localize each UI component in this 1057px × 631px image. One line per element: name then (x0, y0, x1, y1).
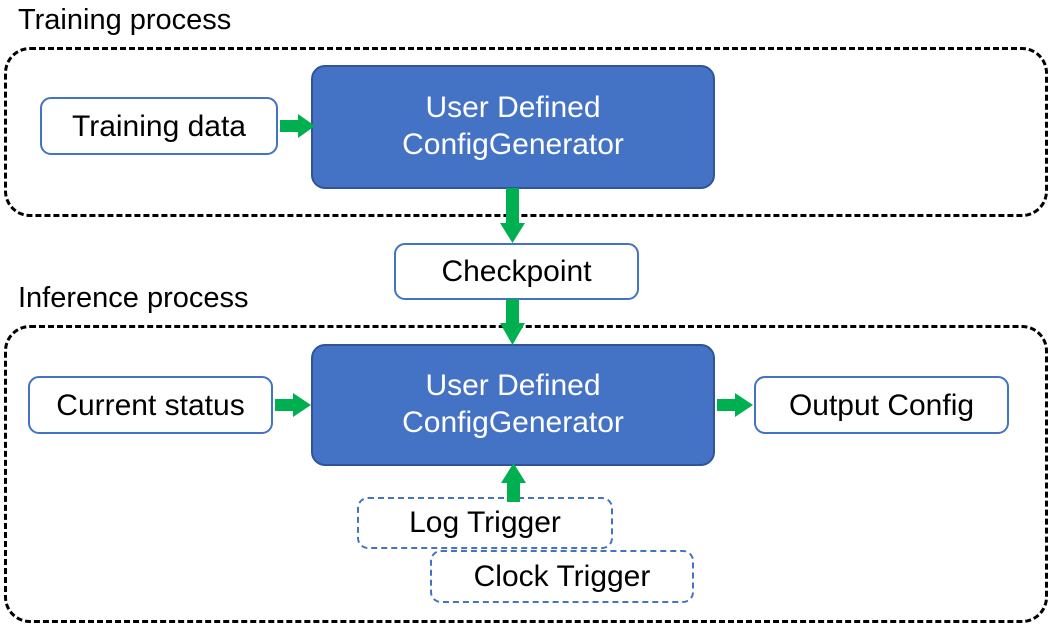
inference-process-label: Inference process (18, 282, 249, 314)
node-current-status[interactable]: Current status (28, 376, 273, 434)
training-process-container (4, 47, 1048, 217)
training-process-label: Training process (18, 4, 232, 36)
node-training-data[interactable]: Training data (40, 97, 278, 155)
node-label-line1: User Defined (425, 91, 601, 125)
node-label-line1: User Defined (425, 369, 601, 403)
node-label-line2: ConfigGenerator (402, 128, 624, 161)
node-checkpoint[interactable]: Checkpoint (394, 243, 639, 300)
node-label-line2: ConfigGenerator (402, 406, 624, 439)
inference-process-container (4, 325, 1048, 623)
node-output-config[interactable]: Output Config (754, 376, 1009, 434)
node-inference-user-defined-configgenerator[interactable]: User Defined ConfigGenerator (311, 344, 715, 466)
node-log-trigger[interactable]: Log Trigger (357, 497, 613, 549)
node-training-user-defined-configgenerator[interactable]: User Defined ConfigGenerator (311, 65, 715, 189)
node-clock-trigger[interactable]: Clock Trigger (430, 550, 694, 603)
